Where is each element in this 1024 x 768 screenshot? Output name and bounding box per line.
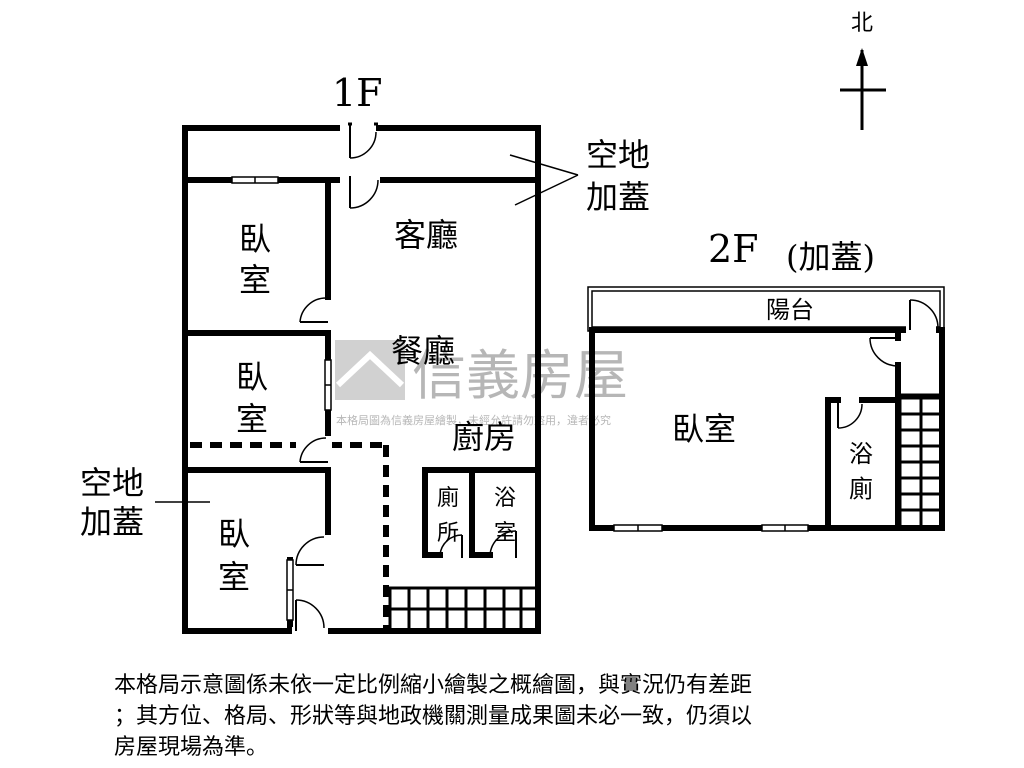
floor2-bedroom-label: 臥室	[672, 410, 736, 448]
watermark: 信義房屋 本格局圖為信義房屋繪製，未經允許請勿盜用，違者必究	[335, 340, 628, 427]
floor1-windows	[231, 176, 332, 621]
open-area-top-line2: 加蓋	[586, 178, 650, 216]
door-swing	[299, 437, 327, 463]
door-swing	[349, 179, 379, 209]
dining-room-label: 餐廳	[391, 332, 455, 370]
brand-logo-icon	[335, 340, 405, 400]
bath-label-line2: 室	[494, 521, 516, 546]
north-arrow-icon	[840, 48, 886, 130]
floor2-title: 2F	[708, 227, 759, 271]
floor1-title: 1F	[332, 71, 383, 115]
door-swing	[489, 530, 517, 556]
bedroom-top-line1: 臥	[239, 220, 271, 258]
door-swing	[295, 536, 325, 566]
floor2-windows	[613, 524, 809, 532]
toilet-label-line2: 所	[437, 521, 459, 546]
compass-label: 北	[851, 11, 873, 36]
bedroom-bottom-line1: 臥	[218, 515, 250, 553]
disclaimer-line: ；其方位、格局、形狀等與地政機關測量成果圖未必一致，仍須以	[114, 704, 753, 729]
toilet-label-line1: 廁	[437, 486, 459, 511]
extension-boundary	[190, 442, 389, 628]
floor2-bath-line1: 浴	[849, 440, 873, 468]
door-swing	[295, 599, 325, 629]
door-swing	[837, 403, 863, 429]
disclaimer: 本格局示意圖係未依一定比例縮小繪製之概繪圖，與實況仍有差距 ；其方位、格局、形狀…	[114, 670, 914, 763]
disclaimer-line: 房屋現場為準。	[114, 735, 269, 760]
open-area-top-line1: 空地	[586, 136, 650, 174]
bedroom-bottom-line2: 室	[218, 558, 250, 596]
floor1-doors	[292, 122, 517, 635]
living-room-label: 客廳	[394, 216, 458, 254]
floor2-note: (加蓋)	[786, 238, 875, 276]
bath-label-line1: 浴	[494, 486, 516, 511]
door-swing	[909, 299, 939, 329]
bedroom-mid-line1: 臥	[236, 358, 268, 396]
bedroom-mid-line2: 室	[236, 400, 268, 438]
door-swing	[439, 534, 463, 556]
kitchen-label: 廚房	[452, 418, 516, 456]
bedroom-top-line2: 室	[239, 261, 271, 299]
disclaimer-line: 本格局示意圖係未依一定比例縮小繪製之概繪圖，與實況仍有差距	[114, 673, 753, 698]
leader-lines	[155, 154, 579, 503]
watermark-caption: 本格局圖為信義房屋繪製，未經允許請勿盜用，違者必究	[336, 413, 611, 427]
open-area-left-line1: 空地	[80, 464, 144, 502]
door-swing	[349, 131, 377, 159]
door-swing	[869, 337, 899, 367]
balcony-label: 陽台	[766, 296, 814, 324]
floor2-bath-line2: 廁	[849, 475, 873, 503]
floor1-stairs	[388, 586, 540, 633]
open-area-left-line2: 加蓋	[80, 503, 144, 541]
floor2-stairs	[898, 396, 944, 530]
door-swing	[299, 297, 327, 323]
floor2-doors	[837, 299, 939, 429]
